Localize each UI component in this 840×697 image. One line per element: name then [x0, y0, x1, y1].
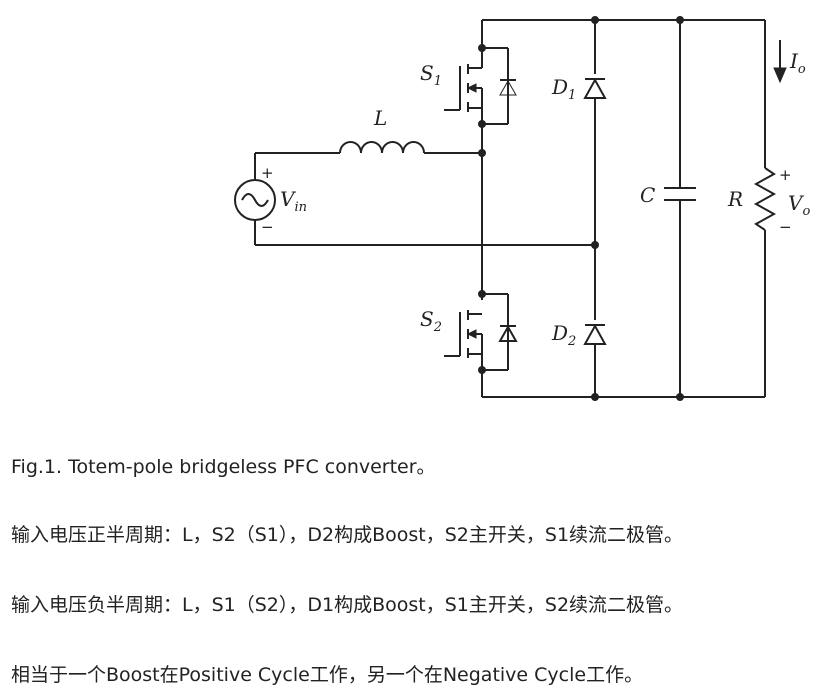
capacitor-symbol: [664, 187, 696, 201]
resistor-symbol: [753, 167, 777, 231]
label-resistor: R: [727, 187, 743, 211]
junction-dots: [478, 16, 684, 401]
ac-source-symbol: [234, 179, 276, 221]
circuit-wires: [254, 19, 766, 398]
vin-plus-sign: +: [261, 164, 274, 182]
vo-minus-sign: −: [779, 218, 792, 236]
note-summary: 相当于一个Boost在Positive Cycle工作，另一个在Negative…: [11, 664, 644, 686]
label-vo: Vo: [788, 191, 810, 219]
mosfet-s2-symbol: [444, 293, 518, 371]
label-vin: Vin: [280, 187, 307, 215]
note-negative-half-cycle: 输入电压负半周期：L，S1（S2），D1构成Boost，S1主开关，S2续流二极…: [11, 594, 684, 616]
totem-pole-pfc-circuit: S1 S2 D1 D2 L C R Vin Vo Io + − + −: [234, 16, 810, 401]
diode-d2-symbol: [583, 323, 607, 345]
note-positive-half-cycle: 输入电压正半周期：L，S2（S1），D2构成Boost，S2主开关，S1续流二极…: [11, 524, 684, 546]
label-d2: D2: [551, 321, 576, 349]
figure-caption: Fig.1. Totem-pole bridgeless PFC convert…: [11, 456, 436, 478]
label-capacitor: C: [640, 183, 655, 207]
label-inductor: L: [373, 106, 387, 130]
vo-plus-sign: +: [779, 166, 792, 184]
diode-d1-symbol: [583, 77, 607, 99]
label-d1: D1: [551, 75, 576, 103]
label-s1: S1: [420, 61, 442, 89]
vin-minus-sign: −: [261, 218, 274, 236]
mosfet-s1-symbol: [444, 47, 517, 125]
label-io: Io: [789, 49, 806, 77]
inductor-symbol: [339, 141, 425, 154]
output-current-arrow-icon: [773, 40, 787, 84]
label-s2: S2: [420, 307, 442, 335]
